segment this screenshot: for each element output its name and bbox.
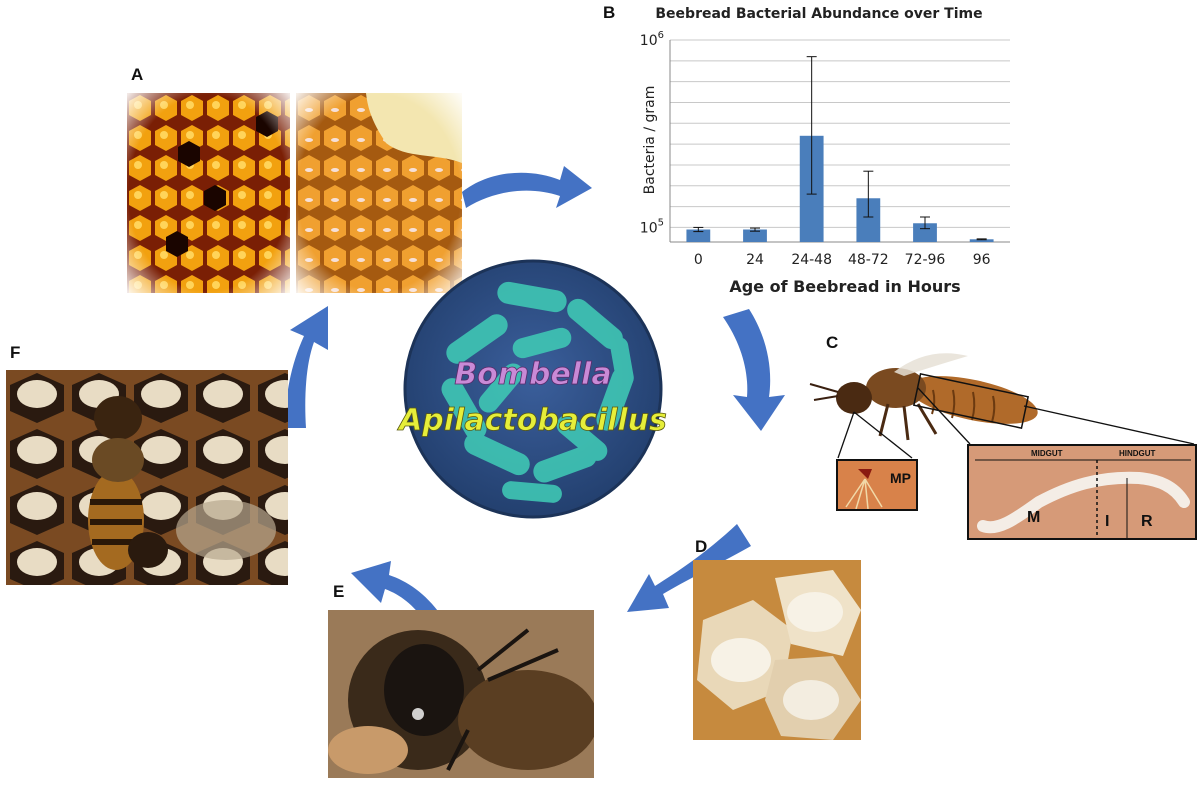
chart-title: Beebread Bacterial Abundance over Time [655,6,982,22]
chart-y-axis-label: Bacteria / gram [642,86,658,195]
bee-photo [808,350,1048,460]
chart-y-tick-labels: 105 106 [640,30,664,236]
chart-x-axis-label: Age of Beebread in Hours [729,277,960,296]
bacteria-circle: Bombella Apilactobacillus [397,259,667,519]
chart-error-bars [693,56,987,241]
cycle-arrow-b-to-c [723,309,785,431]
cycle-arrow-d-to-e [351,561,441,621]
chart-bar-1 [743,229,767,242]
panel-label-a: A [131,65,144,84]
chart-bar-5 [969,239,994,242]
r-label: R [1141,513,1153,530]
chart-error-bar-4 [920,216,930,230]
cycle-arrow-a-to-b [462,166,592,208]
chart-x-tick-label: 48-72 [848,252,889,268]
chart-y-tick-label: 106 [640,30,664,49]
chart-error-bar-2 [806,56,817,195]
chart-error-bar-1 [750,227,760,232]
inset-connector-lines [837,387,1195,459]
chart-x-tick-labels: 0 24 24-48 48-72 72-96 96 [694,252,991,268]
panel-label-b: B [603,3,616,22]
chart-error-bar-0 [693,226,704,233]
panel-label-e: E [333,582,345,601]
chart-bar-0 [686,229,711,242]
bombella-label: Bombella [454,357,611,392]
chart-grid [669,39,1010,243]
honey-capped-comb-photo [296,93,462,293]
chart-x-tick-label: 24 [746,252,764,268]
i-label: I [1105,513,1109,530]
gut-inset: MIDGUT HINDGUT M I R [967,444,1197,540]
larvae-in-cells-photo [693,560,861,740]
beebread-abundance-chart: Beebread Bacterial Abundance over Time 1… [640,6,1010,296]
chart-bar-3 [856,198,881,242]
cycle-arrow-c-to-d [627,524,751,612]
midgut-label: MIDGUT [1031,449,1063,458]
chart-error-bar-5 [976,238,987,241]
chart-y-tick-label: 105 [640,217,664,236]
nurse-bee-feeding-photo [328,610,594,778]
chart-x-tick-label: 96 [973,252,991,268]
beebread-honeycomb-photo [127,93,290,293]
panel-label-c: C [826,333,839,352]
m-label: M [1027,509,1040,526]
cycle-arrow-f-to-a [285,306,328,428]
mp-label: MP [890,470,911,486]
apilactobacillus-label: Apilactobacillus [397,403,667,438]
worker-bees-brood-photo [6,370,288,585]
chart-x-tick-label: 24-48 [791,252,832,268]
chart-x-tick-label: 0 [694,252,703,268]
hindgut-label: HINDGUT [1119,449,1156,458]
chart-bar-4 [913,223,937,242]
chart-bars [686,135,994,242]
chart-x-tick-label: 72-96 [905,252,946,268]
panel-label-f: F [10,343,21,362]
chart-error-bar-3 [863,170,874,218]
panel-label-d: D [695,537,708,556]
mouthpart-inset: MP [836,459,918,511]
